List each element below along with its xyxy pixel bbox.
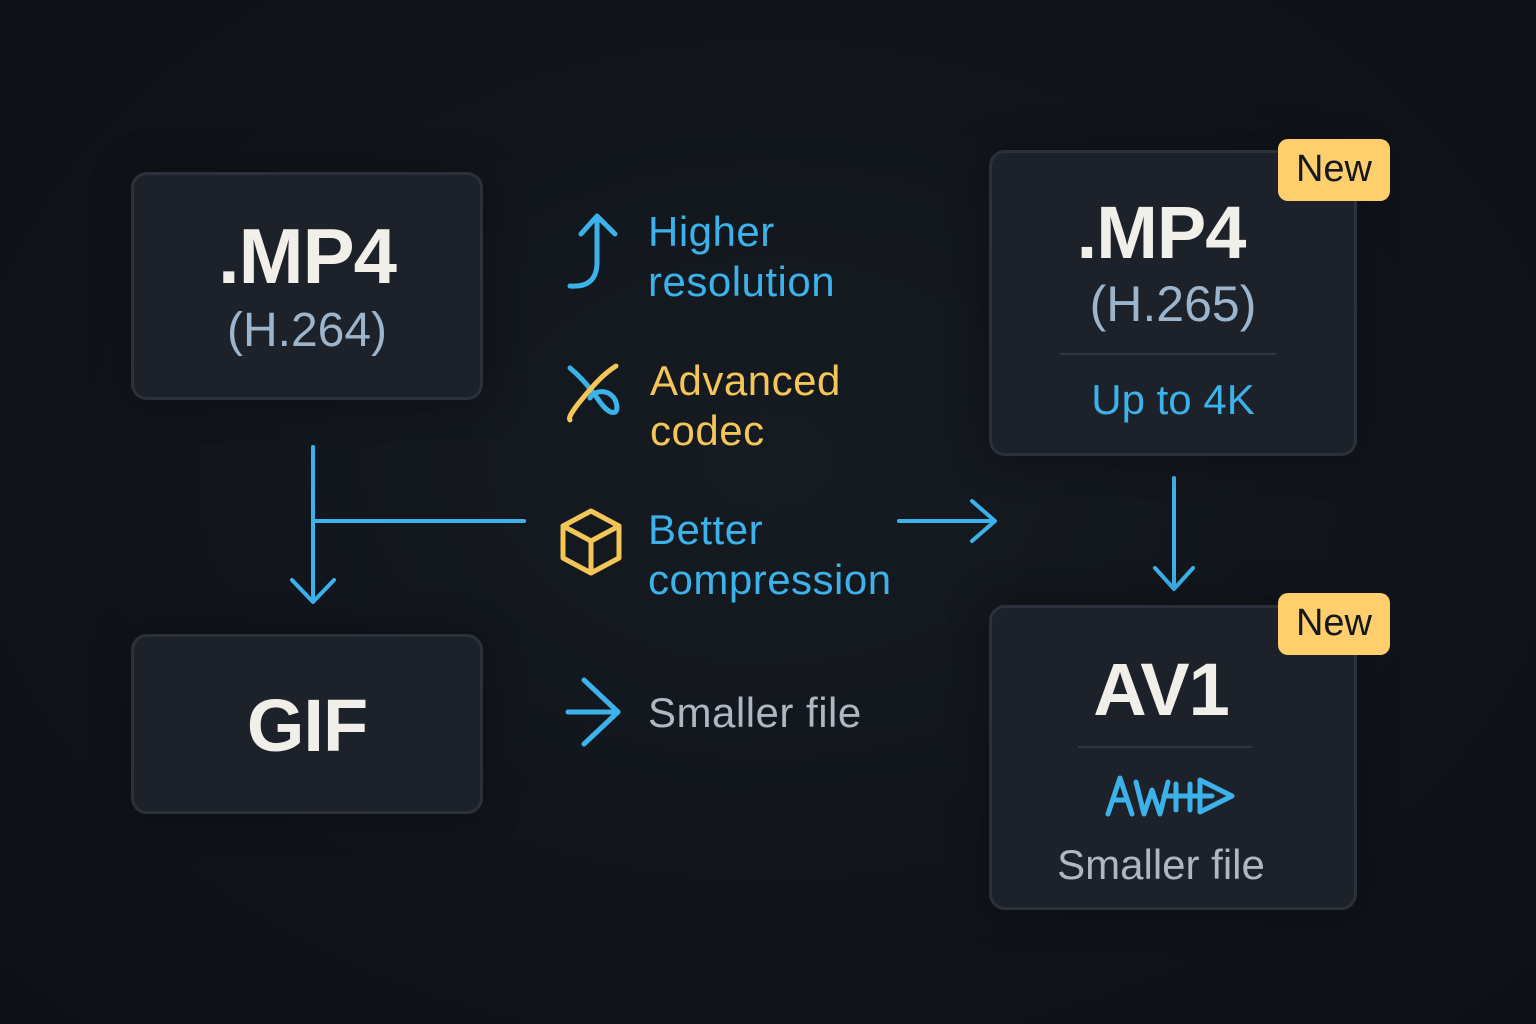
chevron-right-icon — [565, 677, 621, 747]
feature-better-compression-line2: compression — [648, 556, 892, 603]
card-mp4-h264: .MP4 (H.264) — [131, 172, 483, 400]
card-mp4-h265-note: Up to 4K — [1091, 376, 1255, 423]
feature-higher-resolution-line2: resolution — [648, 258, 836, 305]
up-arrow-icon — [567, 213, 618, 289]
card-gif-title: GIF — [246, 684, 368, 767]
feature-smaller-file: Smaller file — [648, 688, 862, 738]
feature-higher-resolution-line1: Higher — [648, 208, 775, 255]
right-arrow-head — [970, 499, 997, 543]
card-mp4-h265-subtitle: (H.265) — [1089, 276, 1257, 332]
feature-advanced-codec: Advanced codec — [650, 356, 841, 456]
codec-link-icon — [567, 363, 620, 423]
card-mp4-h264-title: .MP4 — [217, 212, 397, 300]
feature-better-compression: Better compression — [648, 505, 892, 605]
feature-advanced-codec-line2: codec — [650, 407, 765, 454]
feature-advanced-codec-line1: Advanced — [650, 357, 841, 404]
h265-to-av1-arrowhead — [1153, 566, 1195, 591]
feature-better-compression-line1: Better — [648, 506, 764, 553]
box-icon — [560, 508, 622, 576]
card-mp4-h264-subtitle: (H.264) — [226, 304, 388, 357]
av1-logo-icon — [1105, 775, 1235, 817]
card-mp4-h265-divider — [1060, 353, 1276, 355]
badge-new-av1: New — [1278, 593, 1390, 655]
card-av1-note: Smaller file — [1057, 841, 1265, 888]
card-av1: AV1 Smaller file — [989, 605, 1357, 910]
badge-new-h265: New — [1278, 139, 1390, 201]
feature-smaller-file-line1: Smaller file — [648, 689, 862, 736]
card-av1-title: AV1 — [1093, 648, 1229, 731]
mp4-to-gif-arrowhead — [290, 578, 336, 604]
card-mp4-h265: .MP4 (H.265) Up to 4K — [989, 150, 1357, 456]
card-mp4-h265-title: .MP4 — [1076, 191, 1247, 274]
card-gif: GIF — [131, 634, 483, 814]
feature-higher-resolution: Higher resolution — [648, 207, 835, 307]
card-av1-divider — [1078, 746, 1252, 748]
